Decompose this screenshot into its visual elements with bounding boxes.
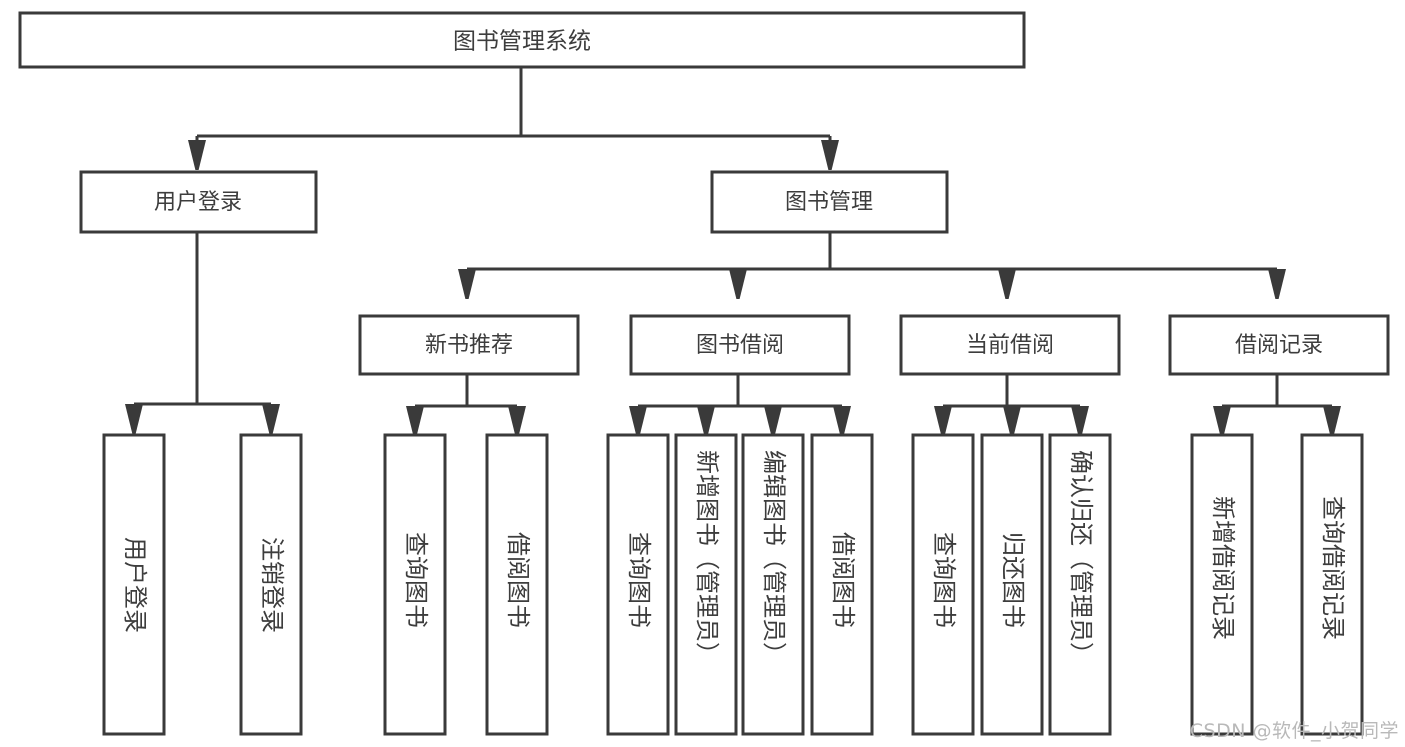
arrow-icon-to-leaf-query-record <box>1323 406 1341 436</box>
node-borrow-record-box[interactable] <box>1168 314 1390 376</box>
node-book-borrow-box[interactable] <box>629 314 851 376</box>
node-leaf-query-record[interactable]: 查询借阅记录 <box>1300 433 1364 736</box>
arrow-icon-to-leaf-confirm-return <box>1071 406 1089 436</box>
node-book-borrow-label: 图书借阅 <box>696 333 784 358</box>
arrow-icon-to-book-manage <box>821 140 839 170</box>
connector-userlogin-to-leaves <box>125 232 280 434</box>
arrow-icon-to-leaf-user-login <box>125 404 143 434</box>
node-leaf-add-record-box[interactable] <box>1190 433 1254 736</box>
node-leaf-add-book-label: 新增图书（管理员） <box>693 450 721 666</box>
node-root-box[interactable] <box>18 11 1026 69</box>
node-new-book-recommend-box[interactable] <box>358 314 580 376</box>
node-leaf-query-record-label: 查询借阅记录 <box>1319 496 1347 640</box>
arrow-icon-to-leaf-add-book <box>697 406 715 436</box>
node-user-login[interactable]: 用户登录 <box>79 170 318 234</box>
node-leaf-edit-book[interactable]: 编辑图书（管理员） <box>741 433 805 736</box>
node-leaf-user-logout[interactable]: 注销登录 <box>239 433 303 736</box>
node-borrow-record-label: 借阅记录 <box>1235 333 1323 358</box>
node-leaf-user-login[interactable]: 用户登录 <box>102 433 166 736</box>
arrow-icon-to-leaf-query-book-3 <box>934 406 952 436</box>
arrow-icon-to-borrow-record <box>1268 269 1286 299</box>
node-book-manage-box[interactable] <box>710 170 949 234</box>
node-leaf-borrow-book-2-label: 借阅图书 <box>829 532 857 628</box>
arrow-icon-to-current-borrow <box>998 269 1016 299</box>
node-leaf-add-book-box[interactable] <box>674 433 738 736</box>
node-leaf-borrow-book-1-box[interactable] <box>485 433 549 736</box>
connector-currentborrow-to-leaves <box>934 374 1089 436</box>
node-leaf-query-book-2[interactable]: 查询图书 <box>606 433 670 736</box>
arrow-icon-to-leaf-add-record <box>1213 406 1231 436</box>
node-leaf-return-book-label: 归还图书 <box>999 532 1027 628</box>
node-root-label: 图书管理系统 <box>453 29 591 55</box>
arrow-icon-to-leaf-query-book-2 <box>629 406 647 436</box>
node-leaf-query-book-3[interactable]: 查询图书 <box>911 433 975 736</box>
connector-newbook-to-leaves <box>406 374 526 436</box>
node-leaf-borrow-book-1-label: 借阅图书 <box>504 532 532 628</box>
node-leaf-user-logout-label: 注销登录 <box>258 537 286 633</box>
node-new-book-recommend-label: 新书推荐 <box>425 333 513 358</box>
node-leaf-add-book[interactable]: 新增图书（管理员） <box>674 433 738 736</box>
node-leaf-query-book-1[interactable]: 查询图书 <box>383 433 447 736</box>
node-leaf-query-book-3-label: 查询图书 <box>930 532 958 628</box>
node-current-borrow[interactable]: 当前借阅 <box>899 314 1121 376</box>
node-leaf-return-book-box[interactable] <box>980 433 1044 736</box>
node-leaf-query-book-3-box[interactable] <box>911 433 975 736</box>
node-leaf-confirm-return[interactable]: 确认归还（管理员） <box>1048 433 1112 736</box>
csdn-watermark: CSDN @软件_小贺同学 <box>1189 720 1399 742</box>
node-leaf-query-book-1-label: 查询图书 <box>402 532 430 628</box>
connector-borrowrecord-to-leaves <box>1213 374 1341 436</box>
node-leaf-add-record[interactable]: 新增借阅记录 <box>1190 433 1254 736</box>
node-leaf-query-book-2-box[interactable] <box>606 433 670 736</box>
node-current-borrow-label: 当前借阅 <box>966 333 1054 358</box>
node-user-login-box[interactable] <box>79 170 318 234</box>
arrow-icon-to-new-book-recommend <box>458 269 476 299</box>
node-leaf-confirm-return-label: 确认归还（管理员） <box>1067 450 1095 666</box>
node-user-login-label: 用户登录 <box>154 190 242 215</box>
node-root[interactable]: 图书管理系统 <box>18 11 1026 69</box>
node-new-book-recommend[interactable]: 新书推荐 <box>358 314 580 376</box>
node-leaf-edit-book-label: 编辑图书（管理员） <box>760 450 788 666</box>
node-leaf-user-logout-box[interactable] <box>239 433 303 736</box>
node-leaf-borrow-book-1[interactable]: 借阅图书 <box>485 433 549 736</box>
arrow-icon-to-book-borrow <box>729 269 747 299</box>
node-leaf-edit-book-box[interactable] <box>741 433 805 736</box>
arrow-icon-to-leaf-return-book <box>1003 406 1021 436</box>
arrow-icon-to-leaf-edit-book <box>764 406 782 436</box>
node-leaf-return-book[interactable]: 归还图书 <box>980 433 1044 736</box>
connector-root-to-level2 <box>188 67 839 170</box>
arrow-icon-to-leaf-borrow-book-1 <box>508 406 526 436</box>
node-leaf-query-record-box[interactable] <box>1300 433 1364 736</box>
arrow-icon-to-leaf-borrow-book-2 <box>833 406 851 436</box>
node-leaf-query-book-2-label: 查询图书 <box>625 532 653 628</box>
node-book-manage[interactable]: 图书管理 <box>710 170 949 234</box>
node-leaf-borrow-book-2-box[interactable] <box>810 433 874 736</box>
arrow-icon-to-user-login <box>188 140 206 170</box>
connector-bookborrow-to-leaves <box>629 374 851 436</box>
node-book-borrow[interactable]: 图书借阅 <box>629 314 851 376</box>
node-leaf-confirm-return-box[interactable] <box>1048 433 1112 736</box>
node-leaf-borrow-book-2[interactable]: 借阅图书 <box>810 433 874 736</box>
arrow-icon-to-leaf-query-book-1 <box>406 406 424 436</box>
arrow-icon-to-leaf-user-logout <box>262 404 280 434</box>
node-book-manage-label: 图书管理 <box>785 190 873 215</box>
node-leaf-add-record-label: 新增借阅记录 <box>1209 496 1237 640</box>
node-leaf-query-book-1-box[interactable] <box>383 433 447 736</box>
node-leaf-user-login-label: 用户登录 <box>121 537 149 633</box>
node-current-borrow-box[interactable] <box>899 314 1121 376</box>
node-borrow-record[interactable]: 借阅记录 <box>1168 314 1390 376</box>
connector-bookmanage-to-level3 <box>458 232 1286 299</box>
node-leaf-user-login-box[interactable] <box>102 433 166 736</box>
